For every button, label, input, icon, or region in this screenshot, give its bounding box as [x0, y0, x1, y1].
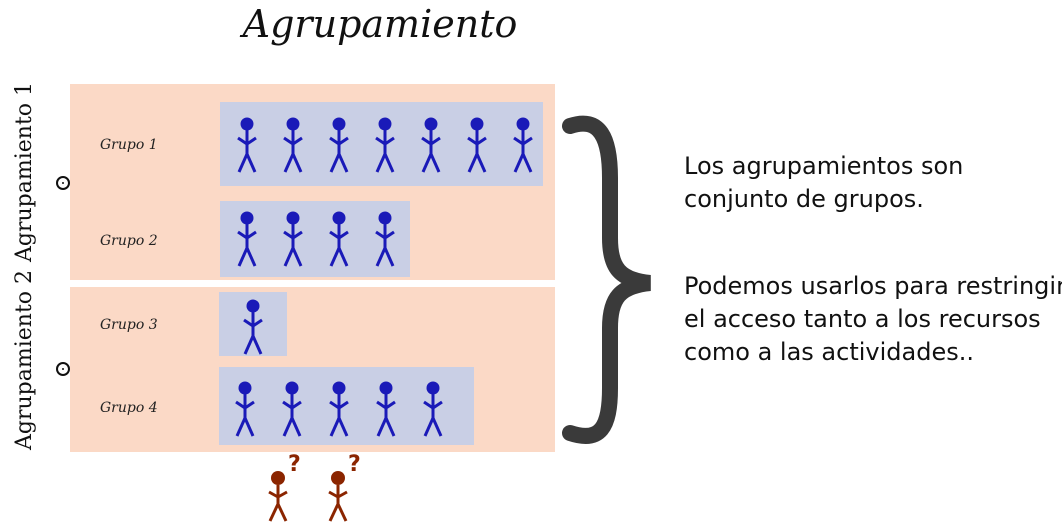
- group-member-icon: [512, 116, 534, 176]
- description-paragraph-2: Podemos usarlos para restringir el acces…: [684, 270, 1062, 369]
- group-member-icon: [282, 116, 304, 176]
- question-mark-icon: ?: [348, 452, 361, 477]
- ungrouped-member-icon: [326, 466, 356, 522]
- group-member-icon: [328, 210, 350, 270]
- group-1-label: Grupo 1: [100, 137, 158, 153]
- group-1-box: [220, 102, 543, 186]
- description-line: Podemos usarlos para restringir: [684, 272, 1062, 300]
- group-member-icon: [242, 298, 264, 358]
- group-member-icon: [236, 116, 258, 176]
- diagram-title: Agrupamiento: [242, 2, 518, 46]
- group-member-icon: [375, 380, 397, 440]
- group-4-label: Grupo 4: [100, 400, 158, 416]
- curly-brace-icon: [562, 115, 652, 444]
- group-member-icon: [236, 210, 258, 270]
- description-line: como a las actividades..: [684, 338, 974, 366]
- group-member-icon: [328, 116, 350, 176]
- question-mark-icon: ?: [288, 452, 301, 477]
- group-member-icon: [466, 116, 488, 176]
- group-member-icon: [281, 380, 303, 440]
- grouping-1-handle-icon: [56, 176, 70, 190]
- group-member-icon: [282, 210, 304, 270]
- grouping-1-label: Agrupamiento 1: [12, 81, 37, 262]
- grouping-2-handle-icon: [56, 362, 70, 376]
- group-member-icon: [374, 210, 396, 270]
- group-member-icon: [374, 116, 396, 176]
- group-3-label: Grupo 3: [100, 317, 158, 333]
- description-line: el acceso tanto a los recursos: [684, 305, 1041, 333]
- grouping-2-label: Agrupamiento 2: [12, 269, 37, 450]
- group-member-icon: [420, 116, 442, 176]
- description-line: Los agrupamientos son: [684, 152, 964, 180]
- group-member-icon: [234, 380, 256, 440]
- description-paragraph-1: Los agrupamientos son conjunto de grupos…: [684, 150, 963, 216]
- group-member-icon: [328, 380, 350, 440]
- ungrouped-member-icon: [266, 466, 296, 522]
- description-line: conjunto de grupos.: [684, 185, 924, 213]
- group-member-icon: [422, 380, 444, 440]
- group-2-label: Grupo 2: [100, 233, 158, 249]
